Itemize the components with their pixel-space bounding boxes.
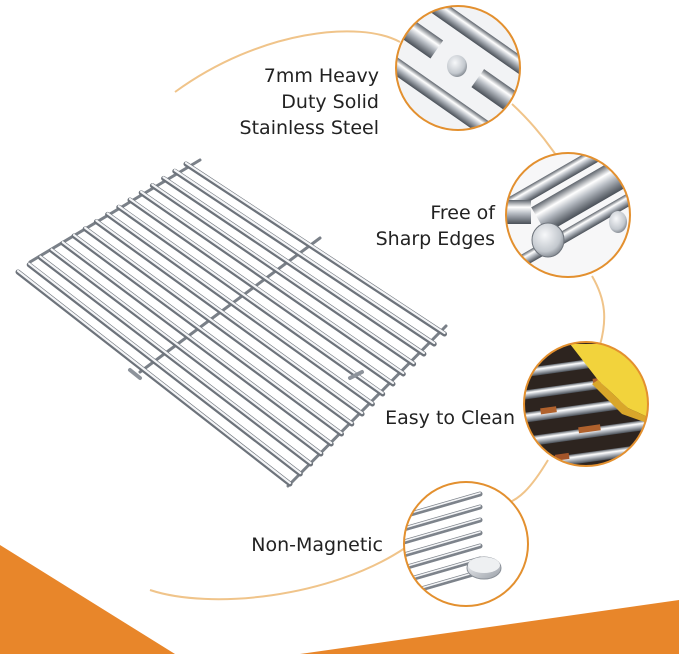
feature-label-line: Easy to Clean	[385, 407, 515, 429]
grill-grate	[15, 158, 448, 488]
feature-label-edges: Free of Sharp Edges	[376, 200, 495, 252]
grate-rod-highlight	[106, 212, 374, 405]
feature-label-steel: 7mm Heavy Duty Solid Stainless Steel	[240, 63, 379, 141]
orange-bottom-band	[300, 600, 679, 654]
sponge-cleaning-closeup-icon	[524, 342, 648, 466]
grate-rod-highlight	[173, 169, 436, 345]
feature-bubble-magnetic	[403, 481, 529, 607]
feature-label-line: 7mm Heavy	[263, 65, 379, 87]
grate-tab	[128, 368, 142, 380]
grate-rod-highlight	[128, 197, 395, 385]
grate-rod-highlight	[117, 205, 384, 395]
feature-label-line: Stainless Steel	[239, 117, 379, 139]
orange-corner-shape	[0, 545, 175, 654]
grate-rod-highlight	[50, 248, 322, 455]
connector-arc	[149, 30, 606, 601]
feature-label-line: Non-Magnetic	[251, 534, 383, 556]
grate-rod-highlight	[39, 255, 312, 465]
grate-rod-highlight	[184, 161, 446, 335]
grate-tab	[348, 370, 364, 380]
magnet-test-closeup-icon	[404, 482, 528, 606]
grate-rod-highlight	[61, 241, 333, 445]
feature-label-magnetic: Non-Magnetic	[251, 532, 383, 558]
grate-rod-highlight	[151, 183, 415, 365]
feature-label-clean: Easy to Clean	[385, 405, 515, 431]
feature-bubble-clean	[523, 341, 649, 467]
feature-bubble-edges	[505, 152, 631, 278]
feature-label-line: Sharp Edges	[375, 228, 495, 250]
grate-rod-highlight	[72, 233, 343, 435]
grate-rod-highlight	[95, 219, 364, 415]
grate-cross-bar	[28, 158, 202, 264]
grate-rod-highlight	[16, 269, 292, 485]
rounded-rod-end-closeup-icon	[506, 153, 630, 277]
feature-bubble-steel	[395, 5, 521, 131]
feature-label-line: Free of	[430, 202, 495, 224]
grate-rod-highlight	[162, 176, 425, 355]
grate-rod-highlight	[84, 226, 353, 425]
stainless-rods-closeup-icon	[396, 6, 520, 130]
grate-rod-highlight	[140, 190, 405, 375]
feature-label-line: Duty Solid	[281, 91, 379, 113]
grate-rod-highlight	[28, 262, 302, 475]
